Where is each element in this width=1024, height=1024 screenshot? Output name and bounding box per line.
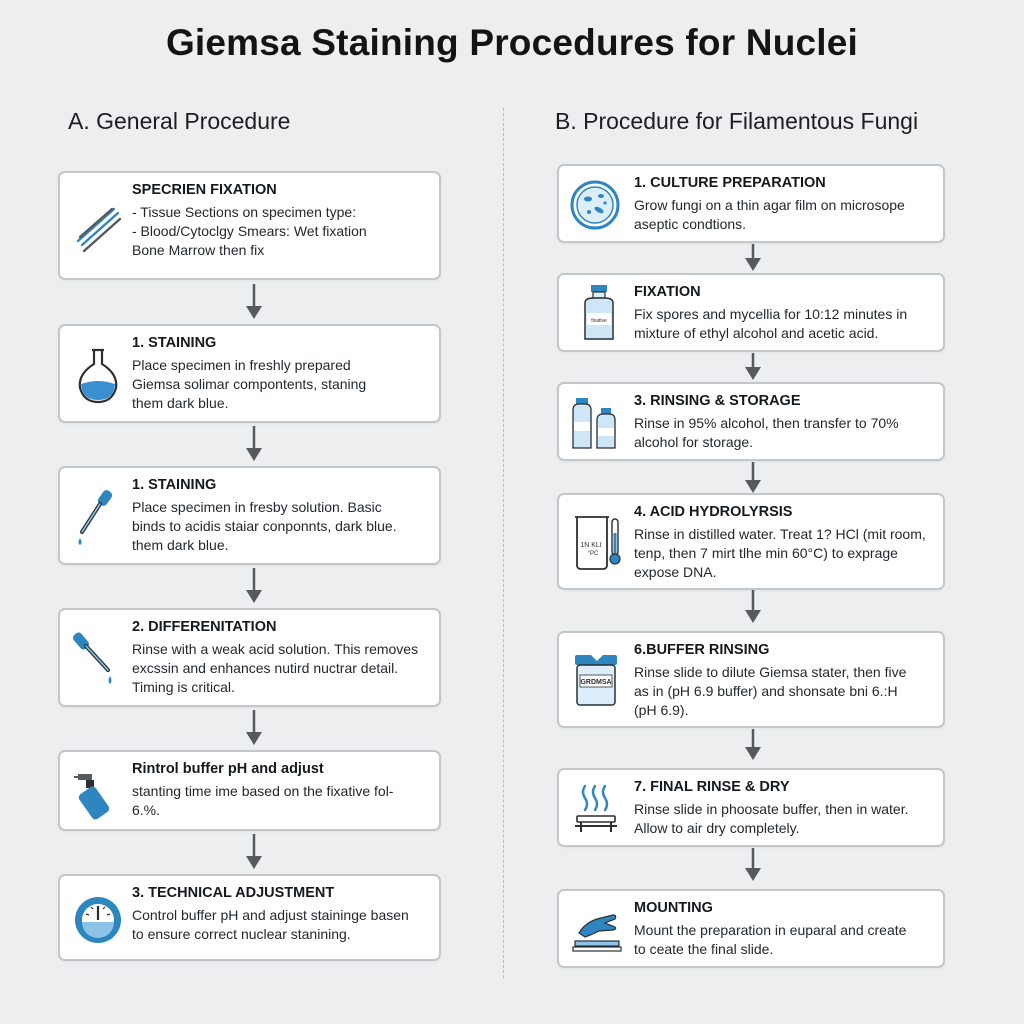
step-line: expose DNA. (634, 564, 717, 580)
right-step-1-card: 1. CULTURE PREPARATION Grow fungi on a t… (557, 164, 945, 243)
beaker-thermometer-icon: 1N KLI °PC (575, 516, 621, 570)
step-line: excssin and enhances nutird nuctrar deta… (132, 660, 399, 676)
timer-icon (75, 897, 121, 943)
right-step-4-card: 1N KLI °PC 4. ACID HYDROLYRSIS Rinse in … (557, 493, 945, 590)
step-title: 1. STAINING (132, 335, 217, 351)
page-title: Giemsa Staining Procedures for Nuclei (165, 22, 859, 63)
step-title: SPECRIEN FIXATION (132, 182, 277, 198)
step-title: 2. DIFFERENITATION (132, 619, 277, 635)
left-step-5-card: Rintrol buffer pH and adjust stanting ti… (58, 750, 441, 831)
spray-bottle-icon (74, 774, 110, 820)
step-line: to ceate the final slide. (634, 941, 774, 957)
two-bottles-icon (572, 398, 616, 449)
flow-arrow (745, 590, 761, 623)
step-line: (pH 6.9). (634, 702, 689, 718)
flask-icon (78, 348, 118, 404)
step-line: Allow to air dry completely. (634, 820, 800, 836)
left-column-heading: A. General Procedure (68, 108, 291, 134)
flow-arrow (246, 568, 262, 603)
right-step-3-card: 3. RINSING & STORAGE Rinse in 95% alcoho… (557, 382, 945, 461)
flow-arrow (745, 244, 761, 271)
flow-arrow (246, 834, 262, 869)
step-line: them dark blue. (132, 537, 229, 553)
left-step-1-card: SPECRIEN FIXATION - Tissue Sections on s… (58, 171, 441, 280)
stain-jar-icon: GRDMSA (575, 655, 617, 706)
pipette-icon (73, 632, 112, 684)
step-line: Rinse in 95% alcohol, then transfer to 7… (634, 415, 899, 431)
hand-slide-icon (572, 914, 622, 952)
step-line: stanting time ime based on the fixative … (132, 783, 394, 799)
step-line: 6.%. (132, 802, 161, 818)
step-line: them dark blue. (132, 395, 229, 411)
beaker-label: °PC (588, 551, 599, 557)
flow-arrow (745, 462, 761, 493)
step-line: Giemsa solimar compontents, staning (132, 376, 367, 392)
right-column-heading: B. Procedure for Filamentous Fungi (555, 108, 919, 134)
column-divider (503, 108, 504, 978)
step-line: tenp, then 7 mirt tlhe min 60°C) to expr… (634, 545, 898, 561)
bottle-icon: fixative (584, 285, 614, 340)
left-step-2-card: 1. STAINING Place specimen in freshly pr… (58, 324, 441, 423)
step-line: Rinse slide in phoosate buffer, then in … (634, 801, 909, 817)
left-step-6-card: 3. TECHNICAL ADJUSTMENT Control buffer p… (58, 874, 441, 961)
step-line: Control buffer pH and adjust staininge b… (132, 907, 409, 923)
right-step-6-card: 7. FINAL RINSE & DRY Rinse slide in phoo… (557, 768, 945, 847)
step-line: aseptic condtions. (634, 216, 747, 232)
step-line: Grow fungi on a thin agar film on micros… (634, 197, 905, 213)
jar-label: GRDMSA (580, 679, 611, 686)
step-line: - Tissue Sections on specimen type: (132, 204, 357, 220)
left-step-4-card: 2. DIFFERENITATION Rinse with a weak aci… (58, 608, 441, 707)
step-line: mixture of ethyl alcohol and acetic acid… (634, 325, 879, 341)
step-line: Mount the preparation in euparal and cre… (634, 922, 907, 938)
step-title: 3. TECHNICAL ADJUSTMENT (132, 885, 335, 901)
left-step-3-card: 1. STAINING Place specimen in fresby sol… (58, 466, 441, 565)
flow-arrow (745, 353, 761, 380)
step-line: as in (pH 6.9 buffer) and shonsate bni 6… (634, 683, 898, 699)
slides-icon (76, 207, 122, 253)
dropper-icon (78, 490, 113, 545)
flow-arrow (745, 848, 761, 881)
right-step-7-card: MOUNTING Mount the preparation in eupara… (557, 889, 945, 968)
step-title: 1. CULTURE PREPARATION (634, 175, 826, 191)
beaker-label: 1N KLI (580, 542, 601, 549)
step-title: FIXATION (634, 284, 701, 300)
step-title: 6.BUFFER RINSING (634, 642, 770, 658)
flow-arrow (246, 426, 262, 461)
step-title: 4. ACID HYDROLYRSIS (634, 504, 793, 520)
step-line: - Blood/Cytoclgy Smears: Wet fixation (132, 223, 367, 239)
step-title: Rintrol buffer pH and adjust (132, 761, 324, 777)
step-line: Place specimen in fresby solution. Basic (132, 499, 382, 515)
flow-arrow (246, 710, 262, 745)
step-title: 3. RINSING & STORAGE (634, 393, 801, 409)
step-line: alcohol for storage. (634, 434, 754, 450)
step-line: Rinse slide to dilute Giemsa stater, the… (634, 664, 907, 680)
step-title: MOUNTING (634, 900, 713, 916)
heater-icon (575, 784, 617, 832)
step-line: Rinse in distilled water. Treat 1? HCl (… (634, 526, 926, 542)
step-line: Rinse with a weak acid solution. This re… (132, 641, 419, 657)
step-line: binds to acidis staiar conponnts, dark b… (132, 518, 397, 534)
right-step-2-card: fixative FIXATION Fix spores and mycelli… (557, 273, 945, 352)
step-line: to ensure correct nuclear stanining. (132, 926, 351, 942)
bottle-label: fixative (591, 318, 607, 324)
step-title: 7. FINAL RINSE & DRY (634, 779, 790, 795)
step-line: Bone Marrow then fix (132, 242, 265, 258)
petri-dish-icon (570, 180, 620, 230)
right-step-5-card: GRDMSA 6.BUFFER RINSING Rinse slide to d… (557, 631, 945, 728)
flow-arrow (745, 729, 761, 760)
step-line: Fix spores and mycellia for 10:12 minute… (634, 306, 908, 322)
step-line: Timing is critical. (132, 679, 235, 695)
step-title: 1. STAINING (132, 477, 217, 493)
step-line: Place specimen in freshly prepared (132, 357, 351, 373)
flow-arrow (246, 284, 262, 319)
